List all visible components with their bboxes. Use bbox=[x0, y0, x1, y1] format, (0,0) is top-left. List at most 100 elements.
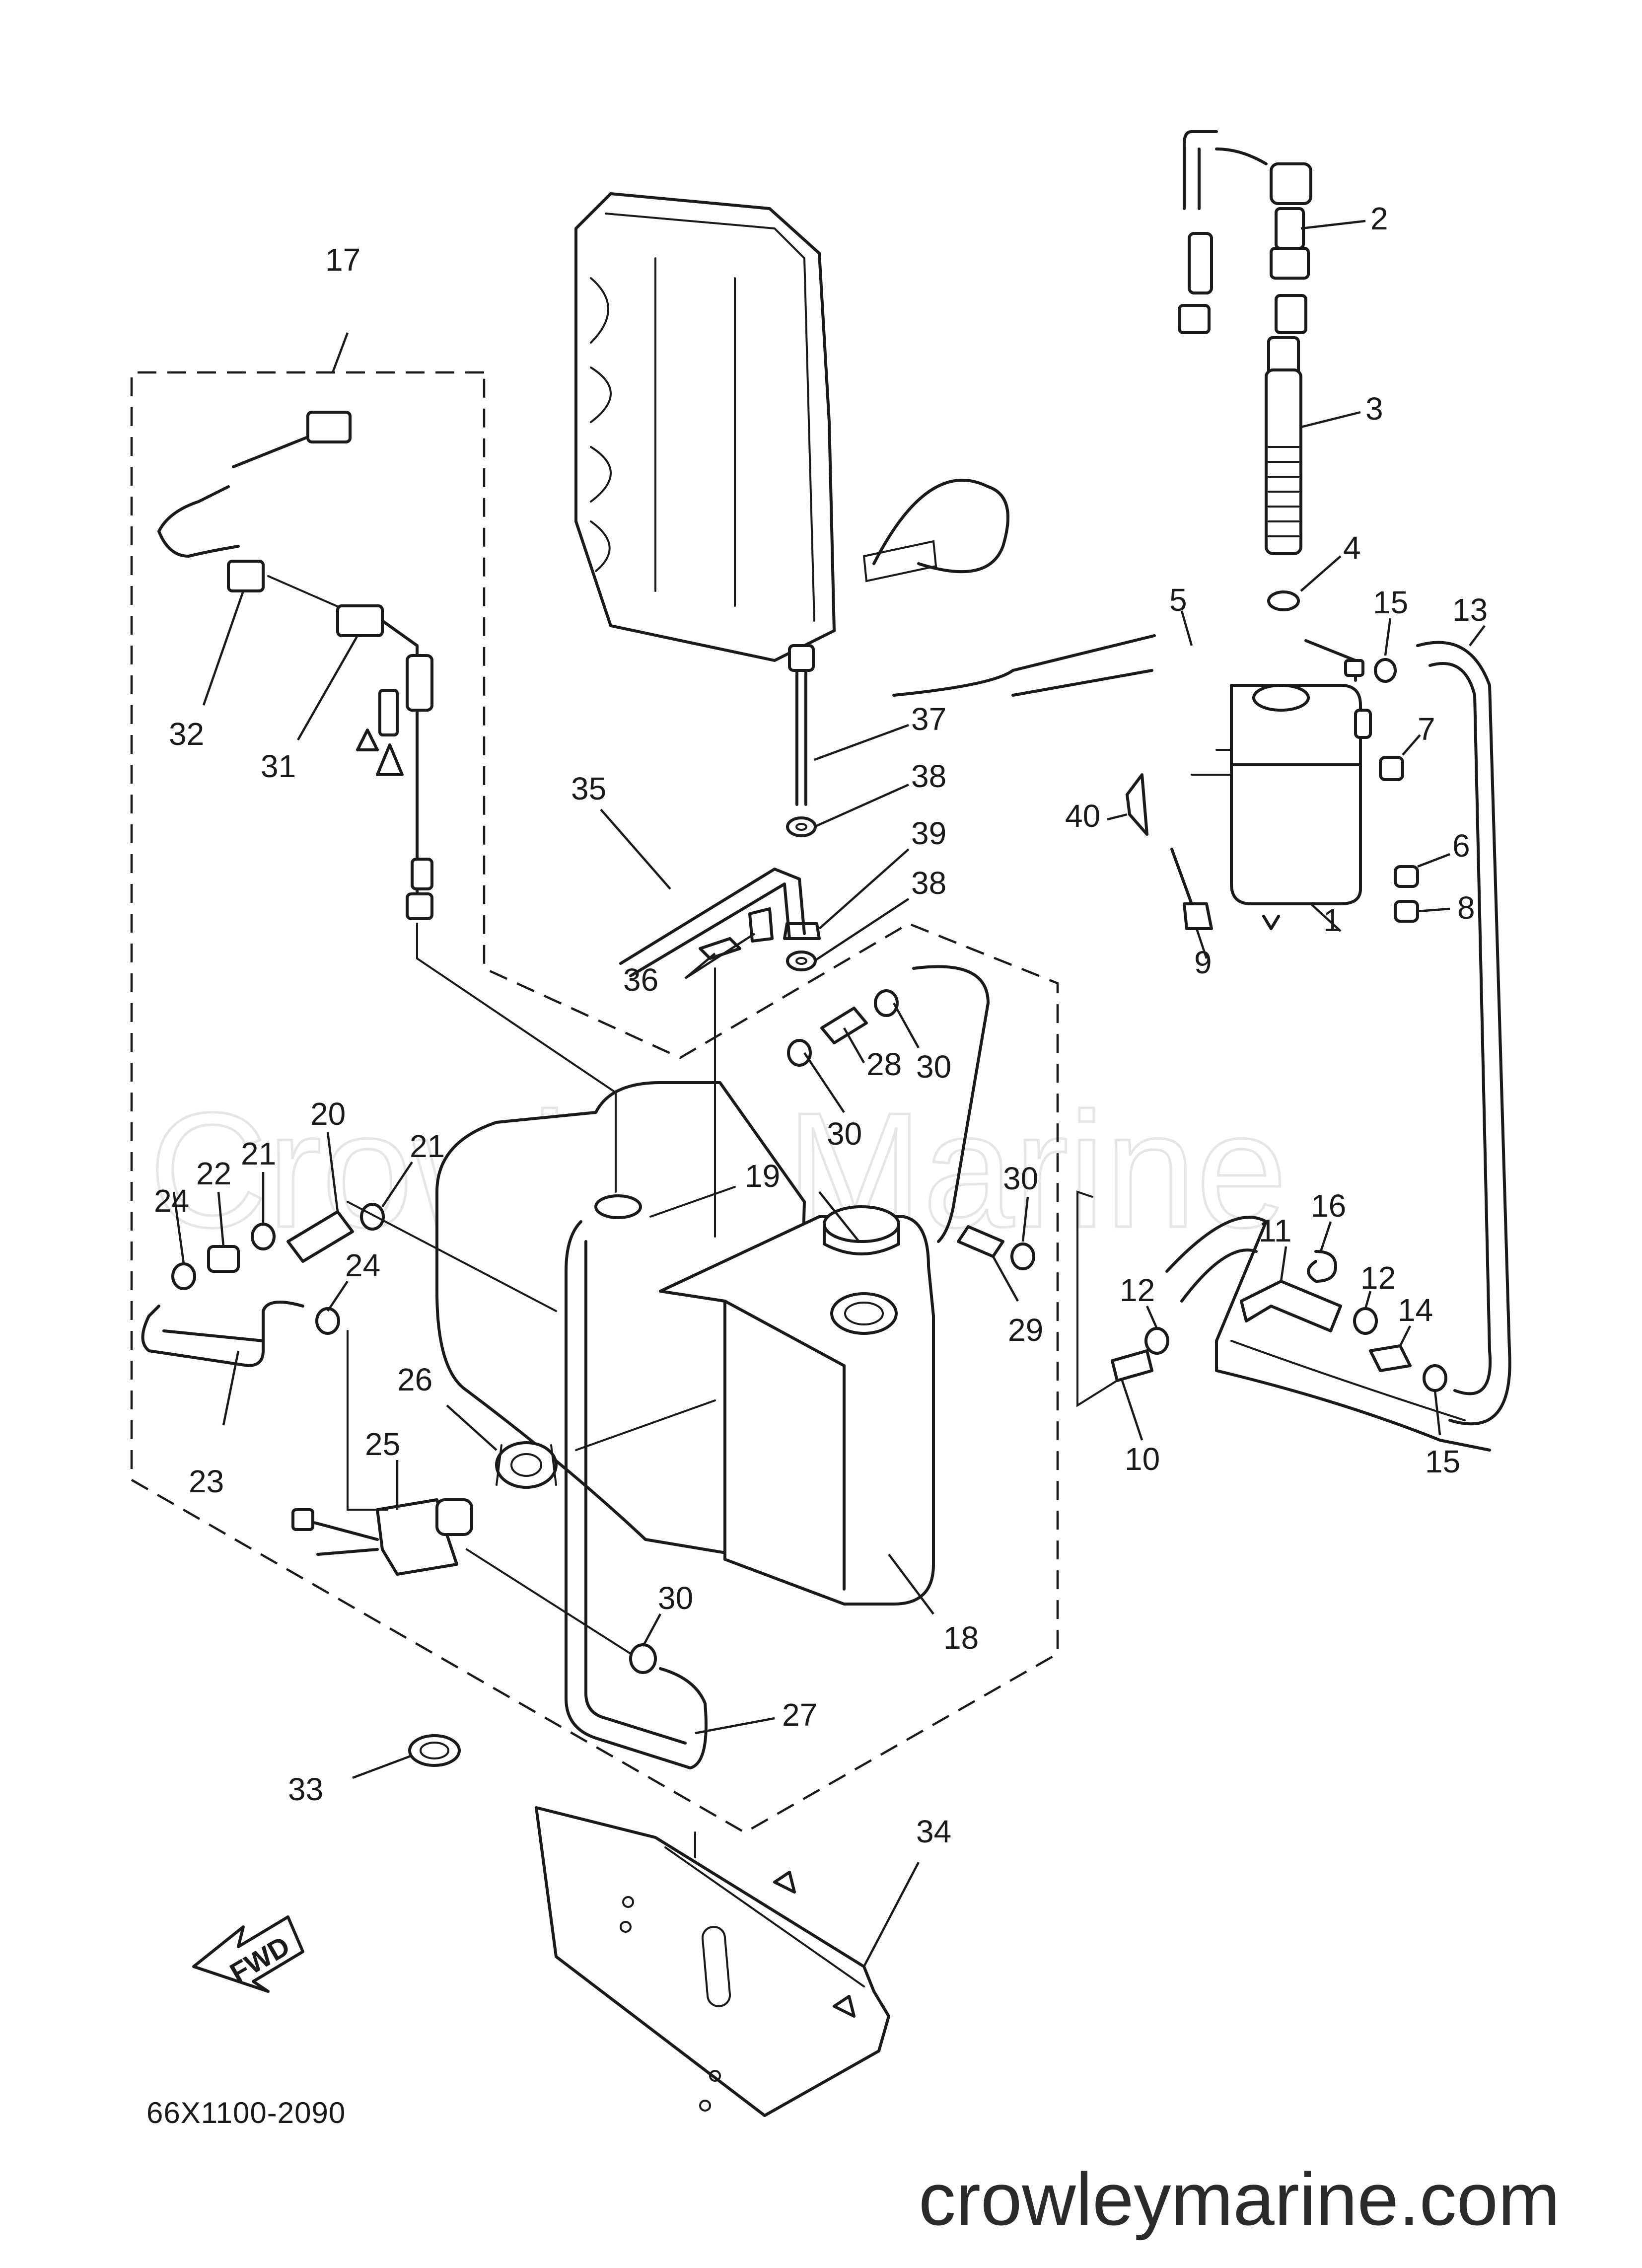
callout-6: 6 bbox=[1452, 828, 1470, 864]
part-16-clip bbox=[1307, 1250, 1337, 1283]
part-12-clamp-left bbox=[1144, 1327, 1169, 1355]
callout-2: 2 bbox=[1370, 201, 1388, 236]
callout-7: 7 bbox=[1418, 711, 1435, 747]
part-34-mounting-bracket bbox=[535, 1806, 890, 2117]
callout-24a: 24 bbox=[154, 1183, 189, 1219]
callout-35: 35 bbox=[571, 771, 606, 806]
part-10-joint bbox=[1111, 1349, 1153, 1382]
part-23-oil-hose bbox=[141, 1301, 304, 1367]
callouts: 1 2 3 4 5 6 7 8 9 10 11 12 12 13 14 15 1… bbox=[154, 201, 1488, 1849]
callout-18: 18 bbox=[943, 1620, 979, 1656]
callout-12b: 12 bbox=[1360, 1260, 1396, 1296]
connector-lines bbox=[347, 923, 1118, 1858]
part-22-joint bbox=[207, 1245, 240, 1273]
callout-28: 28 bbox=[866, 1046, 902, 1082]
part-30-clamp-c bbox=[1010, 1243, 1035, 1270]
part-12-clamp-right bbox=[1353, 1307, 1378, 1335]
callout-13: 13 bbox=[1452, 592, 1488, 628]
callout-38b: 38 bbox=[911, 865, 946, 901]
callout-25: 25 bbox=[365, 1426, 400, 1462]
part-24-clamp-mid bbox=[315, 1307, 340, 1335]
callout-36: 36 bbox=[623, 962, 658, 998]
callout-16: 16 bbox=[1311, 1188, 1346, 1224]
part-21-clamp-left bbox=[251, 1223, 276, 1250]
part-30-clamp-b bbox=[874, 989, 899, 1017]
callout-26: 26 bbox=[397, 1362, 432, 1397]
part-24-clamp-left bbox=[171, 1262, 196, 1290]
part-15-clamp-upper bbox=[1374, 658, 1397, 683]
part-31-harness-sensor bbox=[267, 575, 433, 920]
callout-38a: 38 bbox=[911, 758, 946, 794]
callout-9: 9 bbox=[1194, 945, 1212, 980]
callout-31: 31 bbox=[261, 748, 296, 784]
part-36-rubber-pads bbox=[699, 907, 774, 960]
part-9-joint bbox=[1170, 848, 1213, 930]
group-17-boundary bbox=[130, 371, 1059, 1834]
callout-21a: 21 bbox=[241, 1136, 276, 1171]
callout-15b: 15 bbox=[1425, 1444, 1460, 1479]
callout-22: 22 bbox=[196, 1156, 231, 1191]
callout-30d: 30 bbox=[658, 1580, 693, 1616]
part-32-connector bbox=[157, 411, 352, 592]
part-14-joint bbox=[1369, 1344, 1412, 1372]
part-20-hose bbox=[286, 1210, 354, 1263]
callout-34: 34 bbox=[916, 1814, 951, 1849]
engine-cover bbox=[574, 192, 937, 662]
part-30-clamp-d bbox=[629, 1643, 657, 1674]
site-url: crowleymarine.com bbox=[919, 2157, 1560, 2241]
callout-32: 32 bbox=[169, 716, 204, 752]
callout-20: 20 bbox=[310, 1096, 346, 1132]
callout-4: 4 bbox=[1343, 530, 1361, 566]
part-38-washer-lower bbox=[786, 951, 817, 971]
part-13-hose bbox=[1416, 641, 1511, 1426]
part-26-filter-cap bbox=[495, 1441, 558, 1489]
part-15-clamp-lower bbox=[1423, 1364, 1447, 1392]
part-37-bolt bbox=[788, 644, 815, 806]
callout-40: 40 bbox=[1065, 798, 1100, 834]
callout-5: 5 bbox=[1169, 582, 1187, 618]
part-11-hose bbox=[1240, 1280, 1342, 1332]
part-18-main-oil-tank bbox=[435, 1081, 935, 1606]
part-5-breather-hose bbox=[872, 478, 1156, 697]
part-1-sub-oil-tank bbox=[1191, 639, 1372, 930]
part-21-clamp-right bbox=[360, 1203, 385, 1231]
callout-30a: 30 bbox=[916, 1049, 951, 1085]
fwd-arrow-icon: FWD bbox=[192, 1915, 304, 1993]
callout-30c: 30 bbox=[1003, 1161, 1038, 1196]
callout-17: 17 bbox=[325, 242, 360, 278]
part-28-check-valve bbox=[820, 1007, 868, 1044]
callout-14: 14 bbox=[1398, 1292, 1433, 1328]
callout-29: 29 bbox=[1008, 1312, 1043, 1348]
part-25-oil-pump bbox=[291, 1498, 473, 1576]
part-38-washer-upper bbox=[786, 816, 817, 837]
callout-12a: 12 bbox=[1120, 1272, 1155, 1308]
part-19-oil-cap bbox=[823, 1205, 900, 1255]
callout-21b: 21 bbox=[410, 1128, 445, 1164]
part-7-fitting bbox=[1379, 756, 1404, 781]
part-3-oil-strainer bbox=[1265, 368, 1302, 611]
part-6-fitting bbox=[1394, 865, 1419, 888]
part-27-oil-hose bbox=[565, 1220, 708, 1769]
callout-3: 3 bbox=[1365, 391, 1383, 427]
callout-15a: 15 bbox=[1373, 585, 1408, 620]
part-40-grommet bbox=[1126, 773, 1148, 836]
callout-19: 19 bbox=[745, 1158, 780, 1194]
part-8-bolt bbox=[1394, 900, 1419, 923]
callout-8: 8 bbox=[1457, 890, 1475, 926]
callout-1: 1 bbox=[1323, 902, 1341, 938]
part-33-clamp bbox=[408, 1734, 461, 1767]
callout-37: 37 bbox=[911, 701, 946, 737]
leader-lines bbox=[172, 219, 1486, 1968]
part-30-clamp-a bbox=[787, 1039, 812, 1067]
callout-10: 10 bbox=[1125, 1441, 1160, 1477]
diagram-part-number: 66X1100-2090 bbox=[146, 2096, 346, 2129]
callout-27: 27 bbox=[782, 1697, 817, 1733]
part-35-band-bracket bbox=[619, 868, 806, 977]
callout-39: 39 bbox=[911, 815, 946, 851]
callout-33: 33 bbox=[288, 1771, 323, 1807]
callout-23: 23 bbox=[189, 1463, 224, 1499]
callout-11: 11 bbox=[1259, 1213, 1291, 1248]
engine-mount-bracket bbox=[1165, 1216, 1491, 1452]
part-2-oil-level-sensor bbox=[1178, 130, 1312, 396]
